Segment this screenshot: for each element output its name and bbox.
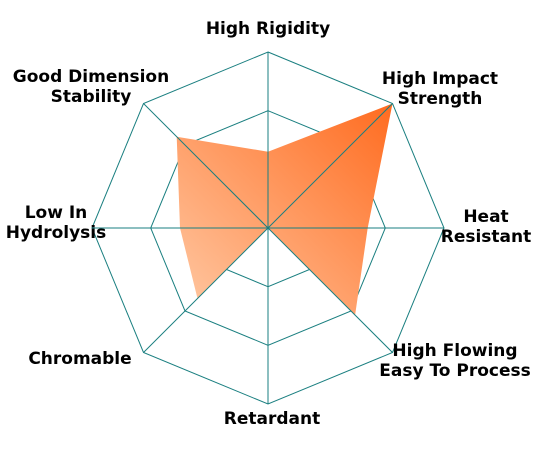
axis-spoke-7: [143, 103, 269, 229]
axis-spoke-5: [143, 227, 269, 353]
axis-label-5: Chromable: [28, 349, 131, 369]
axis-label-4: Retardant: [224, 409, 320, 429]
axis-spoke-3: [267, 227, 393, 353]
axis-spoke-1: [267, 103, 393, 229]
series-area-0: [176, 103, 393, 316]
axis-label-0: High Rigidity: [206, 19, 330, 39]
